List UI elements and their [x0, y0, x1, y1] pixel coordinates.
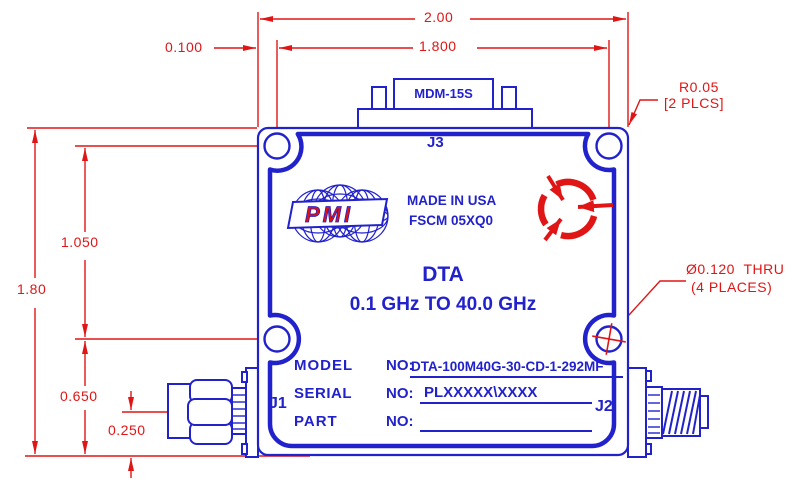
radius-leader — [628, 99, 658, 126]
jackscrew-left — [371, 86, 387, 110]
note-hole-diameter: Ø0.120 THRU — [686, 261, 785, 277]
field-serial-no: NO: — [386, 385, 414, 402]
model-underline — [410, 376, 623, 378]
field-part-label: PART — [294, 413, 338, 430]
esd-symbol — [537, 174, 614, 242]
frequency-range-label: 0.1 GHz TO 40.0 GHz — [349, 294, 537, 315]
j2-endcap — [699, 395, 709, 429]
pmi-logo: PMI — [286, 184, 389, 243]
field-model-label: MODEL — [294, 357, 354, 374]
j2-flange — [627, 367, 647, 458]
serial-underline — [420, 402, 592, 404]
screw-hole-bottom-left — [263, 325, 291, 353]
field-part-no: NO: — [386, 413, 414, 430]
note-corner-radius: R0.05 — [679, 79, 719, 95]
dim-hole-to-base: 0.650 — [60, 388, 98, 404]
product-label: DTA — [422, 263, 464, 286]
field-serial-label: SERIAL — [294, 385, 353, 402]
dim-edge-to-hole: 0.100 — [165, 39, 203, 55]
dim-overall-height: 1.80 — [17, 281, 47, 297]
j1-nut-mid — [187, 398, 233, 426]
cage-code-label: FSCM 05XQ0 — [409, 213, 494, 228]
top-connector-mdm15s — [357, 78, 533, 129]
pmi-logo-text: PMI — [305, 202, 353, 227]
field-serial-value: PLXXXXX\XXXX — [424, 384, 538, 401]
dim-overall-width: 2.00 — [424, 9, 454, 25]
made-in-label: MADE IN USA — [407, 193, 497, 208]
jackscrew-right — [501, 86, 517, 110]
port-j1-label: J1 — [269, 395, 287, 412]
dim-hole-span-width: 1.800 — [419, 38, 457, 54]
dim-connector-center: 0.250 — [108, 422, 146, 438]
pmi-logo-band — [286, 197, 389, 230]
screw-hole-top-left — [263, 132, 291, 160]
right-connector-j2 — [627, 367, 709, 458]
part-underline — [420, 430, 592, 432]
top-connector-label: MDM-15S — [414, 86, 473, 101]
field-model-value: DTA-100M40G-30-CD-1-292MF — [411, 359, 604, 374]
dim-hole-span-height: 1.050 — [61, 234, 99, 250]
note-corner-radius-places: [2 PLCS] — [664, 95, 725, 111]
hole-dia-leader — [617, 280, 686, 328]
j2-thread-hatch — [662, 390, 701, 435]
port-j2-label: J2 — [595, 398, 613, 415]
left-connector-j1 — [167, 367, 259, 458]
connector-base — [357, 108, 533, 129]
field-model-no: NO: — [386, 357, 414, 374]
note-hole-places: (4 PLACES) — [691, 279, 773, 295]
hole-crosshair — [592, 323, 626, 355]
screw-hole-top-right — [595, 132, 623, 160]
connector-body — [393, 78, 494, 110]
port-j3-label: J3 — [427, 134, 444, 151]
